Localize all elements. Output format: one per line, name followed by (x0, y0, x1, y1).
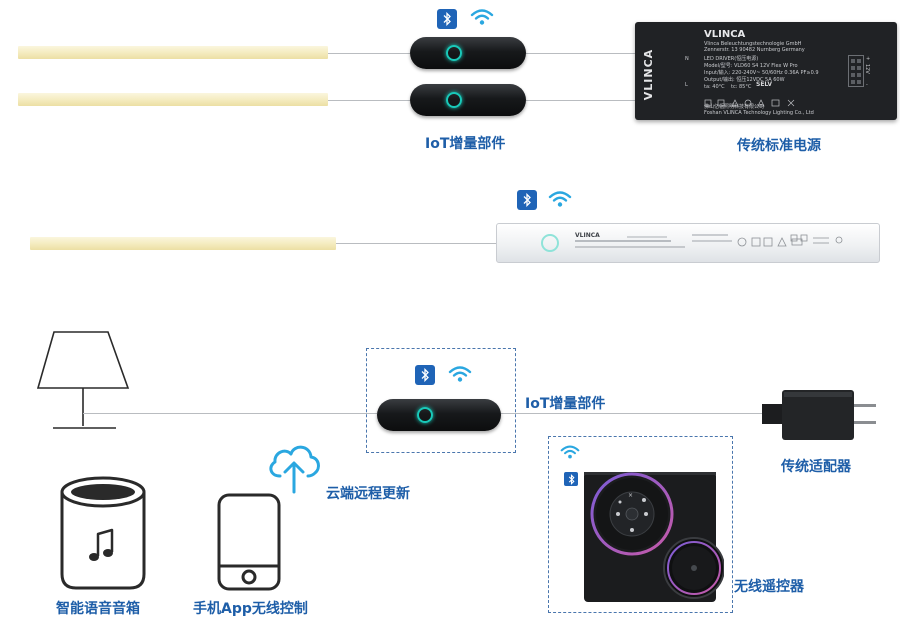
iot-module-3 (377, 399, 501, 431)
music-note-icon (89, 528, 114, 561)
wifi-icon (560, 445, 580, 459)
driver-brand: VLINCA (704, 29, 746, 40)
slim-driver-wire-mark (789, 232, 849, 250)
wifi-icon (548, 191, 572, 207)
power-supply-label: 传统标准电源 (737, 138, 821, 154)
terminal-l: L (685, 82, 688, 88)
driver-selv: SELV (756, 81, 773, 88)
iot-ring-2 (446, 92, 462, 108)
slim-driver-ring (541, 234, 559, 252)
slim-driver-line-4 (692, 234, 728, 236)
driver-model: Model/型号: VLD60 S4 12V Flex W Pro (704, 63, 798, 69)
cloud-label: 云端远程更新 (326, 486, 410, 502)
adapter-label: 传统适配器 (781, 459, 851, 475)
plug-adapter-icon (762, 390, 876, 440)
driver-input: Input/输入: 220-240V~ 50/60Hz 0.36A PF≥0.9 (704, 70, 819, 76)
driver-maker-en: Foshan VLINCA Technology Lighting Co., L… (704, 110, 814, 116)
wifi-icon (470, 9, 494, 25)
slim-driver-line-1 (575, 240, 671, 242)
smart-speaker-icon (60, 476, 146, 590)
driver-volt: 12V (864, 64, 870, 74)
driver-output: Output/输出: 恒压12VDC 5A 60W (704, 77, 785, 83)
bluetooth-icon (564, 472, 578, 486)
bluetooth-icon (437, 9, 457, 29)
slim-iot-driver: VLINCA (496, 223, 880, 263)
slim-driver-line-2 (575, 246, 685, 248)
slim-driver-line-3 (627, 236, 667, 238)
driver-side-logo: VLINCA (637, 38, 667, 108)
bluetooth-icon (415, 365, 435, 385)
power-supply-driver: VLINCA N L VLINCA Vlinca Beleuchtungstec… (635, 22, 897, 120)
driver-title: LED DRIVER(恒压电源) (704, 56, 759, 62)
speaker-label: 智能语音音箱 (56, 601, 140, 617)
wifi-icon (448, 366, 472, 382)
remote-label: 无线遥控器 (734, 579, 804, 595)
driver-address: Zennerstr. 13 90482 Nurnberg Germany (704, 47, 805, 53)
iot-label-mid: IoT增量部件 (525, 396, 606, 412)
wire-iot-adapter (500, 413, 764, 414)
lamp-icon (36, 331, 130, 429)
wire-strip1-iot (328, 53, 410, 54)
iot-ring-1 (446, 45, 462, 61)
phone-label: 手机App无线控制 (193, 601, 308, 617)
driver-output-terminal (848, 55, 864, 87)
terminal-plus: + (866, 56, 871, 62)
driver-side-brand: VLINCA (642, 48, 656, 101)
svg-text:×: × (628, 492, 633, 499)
remote-dashed-box (548, 436, 733, 613)
terminal-minus: - (866, 82, 868, 88)
phone-icon (217, 493, 281, 591)
driver-cert-marks (704, 92, 814, 107)
cloud-upload-icon (269, 445, 320, 494)
led-strip-2 (18, 93, 328, 106)
wireless-remote-panel: × (584, 472, 724, 602)
iot-module-2 (410, 84, 526, 116)
led-strip-1 (18, 46, 328, 59)
wire-lamp-iot (83, 413, 377, 414)
driver-maker: 佛山亿瓴照明科技有限公司 (704, 104, 765, 110)
driver-company: Vlinca Beleuchtungstechnologie GmbH (704, 41, 802, 47)
wire-strip2-iot (328, 100, 410, 101)
iot-ring-3 (417, 407, 433, 423)
wire-iot1-driver (526, 53, 636, 54)
terminal-n: N (685, 56, 689, 62)
wire-iot2-driver (526, 100, 636, 101)
driver-ta: ta: 40°C (704, 84, 725, 90)
slim-driver-line-5 (692, 240, 732, 242)
iot-label-top: IoT增量部件 (425, 136, 506, 152)
driver-tc: tc: 85°C (731, 84, 752, 90)
led-strip-3 (30, 237, 336, 250)
slim-driver-brand: VLINCA (575, 232, 600, 239)
iot-module-1 (410, 37, 526, 69)
wire-strip3-driver (336, 243, 496, 244)
bluetooth-icon (517, 190, 537, 210)
iot-dashed-box (366, 348, 516, 453)
